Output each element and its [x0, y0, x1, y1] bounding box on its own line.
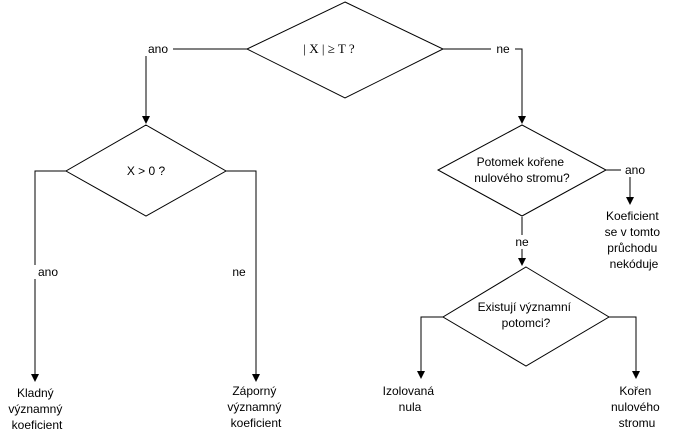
outcome-negative-line-2: významný — [227, 400, 281, 414]
arrowhead-significant-yes — [417, 371, 425, 379]
arrowhead-root-no — [518, 116, 526, 124]
decision-descendant-line-1: Potomek kořene — [477, 155, 565, 169]
connector-root-yes — [145, 48, 247, 117]
decision-sign-label: X > 0 ? — [127, 164, 166, 178]
edge-label-root-yes: ano — [148, 42, 168, 56]
edge-label-descendant-yes-bg — [621, 163, 649, 177]
arrowhead-descendant-yes — [626, 197, 634, 205]
decision-significant-label: Existují významní potomci? — [478, 300, 575, 330]
outcome-negative: Záporný významný koeficient — [227, 384, 284, 430]
outcomes: Kladný významný koeficient Záporný význa… — [8, 209, 664, 432]
arrowhead-sign-yes — [31, 374, 39, 382]
connector-root-no — [443, 48, 523, 117]
outcome-root: Kořen nulového stromu — [611, 384, 663, 430]
connector-sign-no — [226, 170, 257, 375]
decision-significant-line-1: Existují významní — [478, 300, 572, 314]
outcome-positive-line-2: významný — [8, 402, 62, 416]
arrowhead-descendant-no — [518, 258, 526, 266]
outcome-isolated-line-1: Izolovaná — [383, 384, 435, 398]
outcome-skip: Koeficient se v tomto průchodu nekóduje — [605, 209, 664, 271]
connector-significant-yes — [420, 316, 443, 372]
edge-label-descendant-yes: ano — [625, 163, 645, 177]
outcome-positive: Kladný významný koeficient — [8, 386, 65, 432]
edge-label-sign-yes-bg — [33, 265, 63, 279]
outcome-skip-line-2: se v tomto — [605, 225, 661, 239]
decision-significant-line-2: potomci? — [502, 316, 551, 330]
edge-label-sign-no-bg — [227, 265, 251, 279]
decision-sign: X > 0 ? — [64, 124, 228, 217]
decision-descendant-line-2: nulového stromu? — [474, 171, 570, 185]
decision-descendant-label: Potomek kořene nulového stromu? — [474, 155, 570, 185]
outcome-isolated: Izolovaná nula — [383, 384, 438, 414]
outcome-isolated-line-2: nula — [399, 400, 422, 414]
edge-label-root-no-bg — [491, 42, 515, 56]
arrowhead-significant-no — [632, 371, 640, 379]
decision-descendant-shape — [436, 124, 608, 217]
edge-labels: ano ne ano ne ano ne — [33, 42, 649, 279]
outcome-skip-line-1: Koeficient — [606, 209, 659, 223]
connector-significant-no — [609, 316, 637, 372]
edge-label-sign-no: ne — [232, 265, 246, 279]
decision-root-shape — [245, 1, 445, 99]
edge-label-descendant-no-bg — [510, 235, 534, 249]
arrowhead-sign-no — [252, 374, 260, 382]
outcome-root-line-3: stromu — [619, 416, 656, 430]
arrowhead-root-yes — [142, 116, 150, 124]
outcome-positive-line-3: koeficient — [12, 418, 63, 432]
edge-label-descendant-no: ne — [515, 235, 529, 249]
outcome-negative-line-1: Záporný — [232, 384, 276, 398]
decision-significant-shape — [442, 266, 610, 367]
edge-label-sign-yes: ano — [38, 265, 58, 279]
decision-root: | X | ≥ T ? — [245, 1, 445, 99]
edge-label-root-yes-bg — [143, 42, 173, 56]
connector-sign-yes — [34, 170, 66, 375]
decision-significant: Existují významní potomci? — [442, 266, 610, 367]
edge-label-root-no: ne — [496, 42, 510, 56]
outcome-root-line-1: Kořen — [619, 384, 651, 398]
decision-descendant: Potomek kořene nulového stromu? — [436, 124, 608, 217]
outcome-skip-line-4: nekóduje — [610, 257, 659, 271]
outcome-root-line-2: nulového — [611, 400, 660, 414]
decision-sign-shape — [64, 124, 228, 217]
outcome-skip-line-3: průchodu — [607, 241, 657, 255]
outcome-negative-line-3: koeficient — [231, 416, 282, 430]
decision-root-label: | X | ≥ T ? — [303, 41, 354, 56]
arrowheads — [31, 116, 640, 382]
outcome-positive-line-1: Kladný — [17, 386, 54, 400]
